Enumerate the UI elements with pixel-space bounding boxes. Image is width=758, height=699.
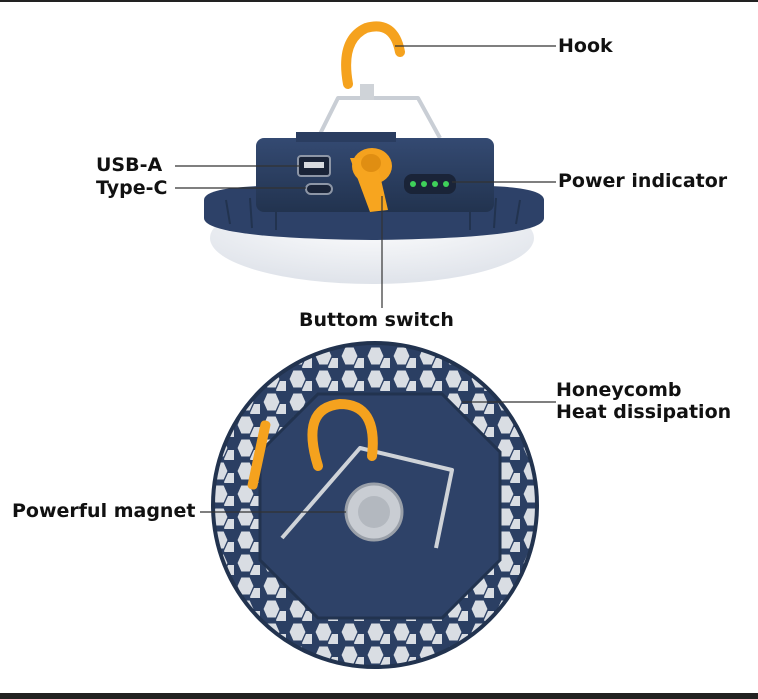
power-indicator-panel — [404, 174, 456, 194]
lantern-bottom-view — [211, 341, 539, 669]
bottom-hook — [307, 398, 378, 471]
type-c-port — [305, 183, 333, 195]
orange-hook — [341, 21, 405, 89]
wire-handle — [316, 96, 442, 139]
folded-handle — [280, 446, 454, 549]
rotary-switch — [350, 148, 392, 212]
label-honeycomb: Honeycomb — [556, 379, 682, 401]
indicator-led — [421, 181, 427, 187]
indicator-led — [432, 181, 438, 187]
label-type-c: Type-C — [96, 177, 168, 199]
lantern-side-view — [204, 21, 544, 284]
label-hook: Hook — [558, 35, 613, 57]
indicator-led — [443, 181, 449, 187]
label-button-switch: Buttom switch — [299, 309, 454, 331]
indicator-led — [410, 181, 416, 187]
label-usb-a: USB-A — [96, 154, 163, 176]
callout-lines — [175, 45, 556, 513]
label-heat-dissipation: Heat dissipation — [556, 401, 732, 423]
label-magnet: Powerful magnet — [12, 500, 196, 522]
label-power-indicator: Power indicator — [558, 170, 728, 192]
